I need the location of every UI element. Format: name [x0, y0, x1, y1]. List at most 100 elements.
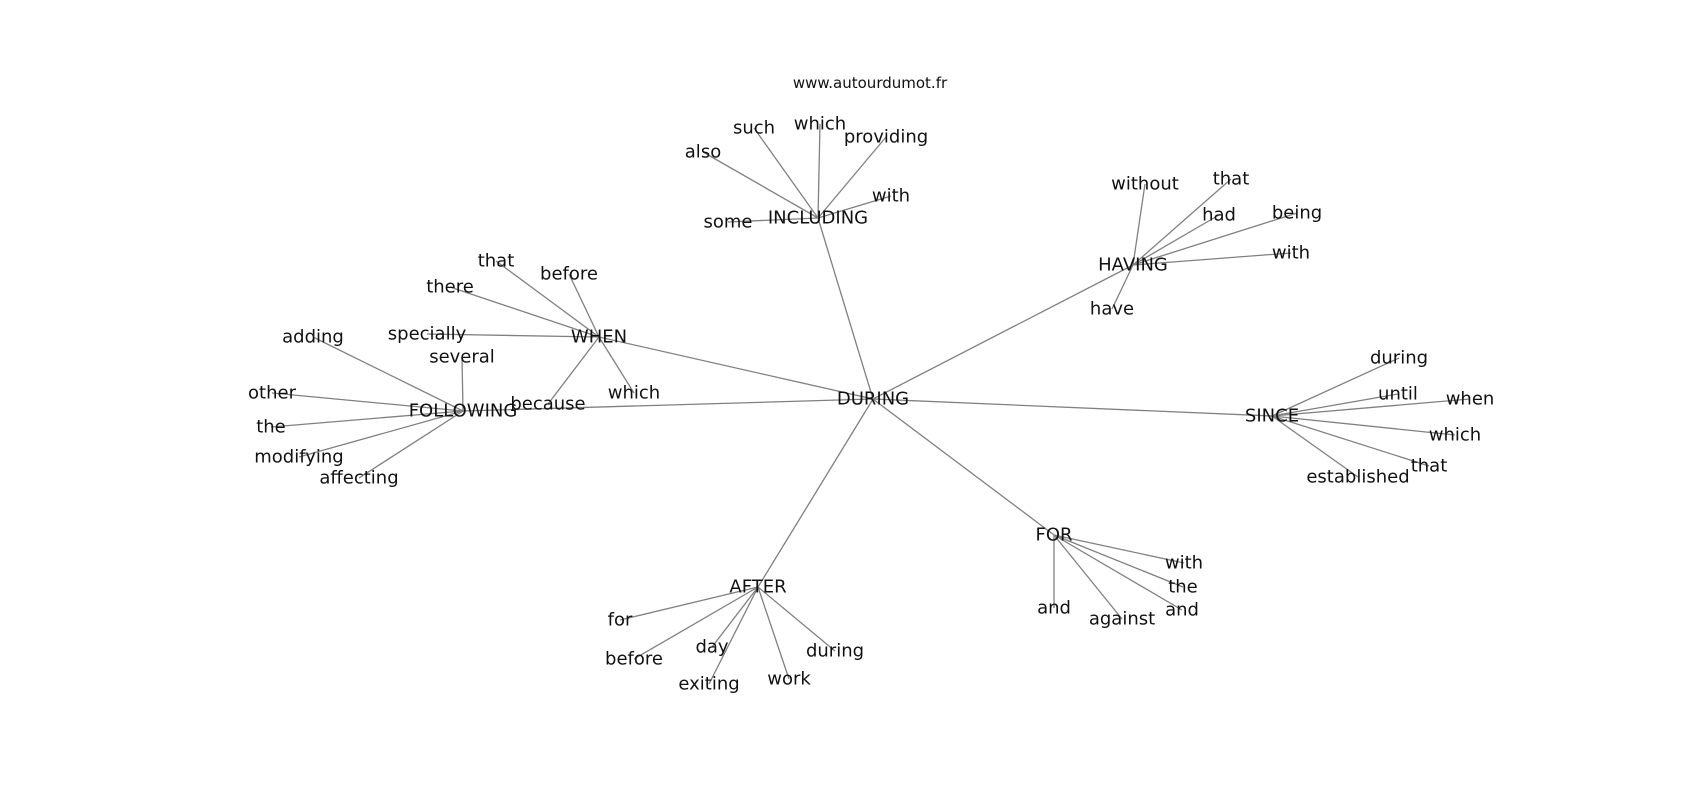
leaf-word-node[interactable]: for — [608, 610, 633, 631]
edge-since-that — [1271, 415, 1430, 467]
leaf-word-node[interactable]: during — [806, 641, 864, 662]
leaf-word-node[interactable]: affecting — [319, 468, 398, 489]
edge-following-other — [271, 392, 464, 412]
leaf-word-node[interactable]: work — [767, 669, 811, 690]
hub-word-node-when[interactable]: WHEN — [571, 327, 627, 348]
leaf-word-node[interactable]: the — [256, 417, 286, 438]
edge-center-for — [872, 398, 1055, 536]
edge-after-work — [757, 586, 790, 680]
leaf-word-node[interactable]: before — [605, 649, 663, 670]
leaf-word-node[interactable]: against — [1089, 609, 1155, 630]
edge-center-including — [817, 217, 874, 400]
leaf-word-node[interactable]: also — [685, 142, 721, 163]
leaf-word-node[interactable]: exiting — [678, 674, 739, 695]
edge-after-before — [633, 586, 759, 660]
graph-edges — [270, 123, 1471, 685]
leaf-word-node[interactable]: that — [1411, 456, 1448, 477]
leaf-word-node[interactable]: other — [248, 383, 297, 404]
edge-including-also — [702, 151, 819, 219]
edge-following-the — [270, 410, 464, 428]
hub-word-node-including[interactable]: INCLUDING — [768, 208, 868, 229]
leaf-word-node[interactable]: being — [1272, 203, 1322, 224]
source-url[interactable]: www.autourdumot.fr — [793, 74, 948, 92]
leaf-word-node[interactable]: which — [794, 114, 846, 135]
leaf-word-node[interactable]: before — [540, 264, 598, 285]
leaf-word-node[interactable]: when — [1446, 389, 1495, 410]
leaf-word-node[interactable]: during — [1370, 348, 1428, 369]
edge-following-affecting — [358, 410, 464, 479]
edge-after-exiting — [708, 586, 759, 685]
edge-since-until — [1271, 393, 1399, 417]
edge-when-which — [598, 336, 635, 394]
edge-following-adding — [312, 336, 464, 412]
leaf-word-node[interactable]: with — [1272, 243, 1310, 264]
edge-after-during — [757, 586, 836, 652]
center-word-node[interactable]: DURING — [837, 389, 909, 410]
leaf-word-node[interactable]: without — [1111, 174, 1179, 195]
edge-having-have — [1111, 264, 1134, 310]
edge-when-there — [449, 286, 600, 338]
leaf-word-node[interactable]: that — [478, 251, 515, 272]
leaf-word-node[interactable]: such — [733, 118, 775, 139]
leaf-word-node[interactable]: and — [1165, 600, 1199, 621]
leaf-word-node[interactable]: specially — [388, 324, 467, 345]
edge-when-specially — [426, 333, 600, 338]
edge-since-when — [1271, 398, 1471, 417]
leaf-word-node[interactable]: the — [1168, 577, 1198, 598]
leaf-word-node[interactable]: had — [1202, 205, 1236, 226]
edge-after-day — [711, 586, 759, 648]
hub-word-node-since[interactable]: SINCE — [1245, 406, 1299, 427]
leaf-word-node[interactable]: established — [1306, 467, 1409, 488]
edge-when-because — [547, 336, 600, 405]
leaf-word-node[interactable]: day — [695, 637, 728, 658]
leaf-word-node[interactable]: modifying — [254, 447, 343, 468]
edge-since-which — [1271, 415, 1456, 436]
edge-following-several — [461, 356, 464, 412]
edge-for-against — [1053, 534, 1123, 620]
edge-center-following — [462, 398, 874, 412]
edge-center-since — [872, 398, 1273, 417]
leaf-word-node[interactable]: until — [1378, 384, 1418, 405]
edge-center-after — [757, 398, 874, 588]
edge-since-during — [1271, 357, 1400, 417]
hub-word-node-following[interactable]: FOLLOWING — [409, 401, 518, 422]
leaf-word-node[interactable]: because — [510, 394, 585, 415]
leaf-word-node[interactable]: adding — [282, 327, 344, 348]
edge-following-modifying — [298, 410, 464, 458]
edge-after-for — [619, 586, 759, 621]
edge-since-established — [1271, 415, 1359, 478]
leaf-word-node[interactable]: and — [1037, 598, 1071, 619]
leaf-word-node[interactable]: there — [426, 277, 474, 298]
edge-for-and — [1053, 534, 1183, 611]
edge-including-providing — [817, 136, 887, 219]
leaf-word-node[interactable]: which — [608, 383, 660, 404]
hub-word-node-after[interactable]: AFTER — [729, 577, 786, 598]
edge-center-having — [872, 264, 1134, 400]
edge-including-some — [727, 217, 819, 223]
hub-word-node-having[interactable]: HAVING — [1098, 255, 1168, 276]
leaf-word-node[interactable]: with — [872, 186, 910, 207]
edge-including-with — [817, 195, 892, 219]
leaf-word-node[interactable]: some — [704, 212, 753, 233]
edge-including-such — [753, 127, 819, 219]
leaf-word-node[interactable]: have — [1090, 299, 1134, 320]
edge-having-with — [1132, 252, 1292, 266]
leaf-word-node[interactable]: that — [1213, 169, 1250, 190]
edge-including-which — [817, 123, 821, 219]
edge-for-with — [1053, 534, 1185, 564]
edge-center-when — [598, 336, 874, 400]
edge-having-without — [1132, 183, 1146, 266]
leaf-word-node[interactable]: providing — [844, 127, 928, 148]
edge-having-being — [1132, 212, 1298, 266]
leaf-word-node[interactable]: with — [1165, 553, 1203, 574]
edge-when-before — [568, 273, 600, 338]
edge-having-had — [1132, 214, 1220, 266]
hub-word-node-for[interactable]: FOR — [1035, 525, 1072, 546]
edge-having-that — [1132, 178, 1232, 266]
edge-for-the — [1053, 534, 1184, 588]
leaf-word-node[interactable]: several — [429, 347, 495, 368]
leaf-word-node[interactable]: which — [1429, 425, 1481, 446]
